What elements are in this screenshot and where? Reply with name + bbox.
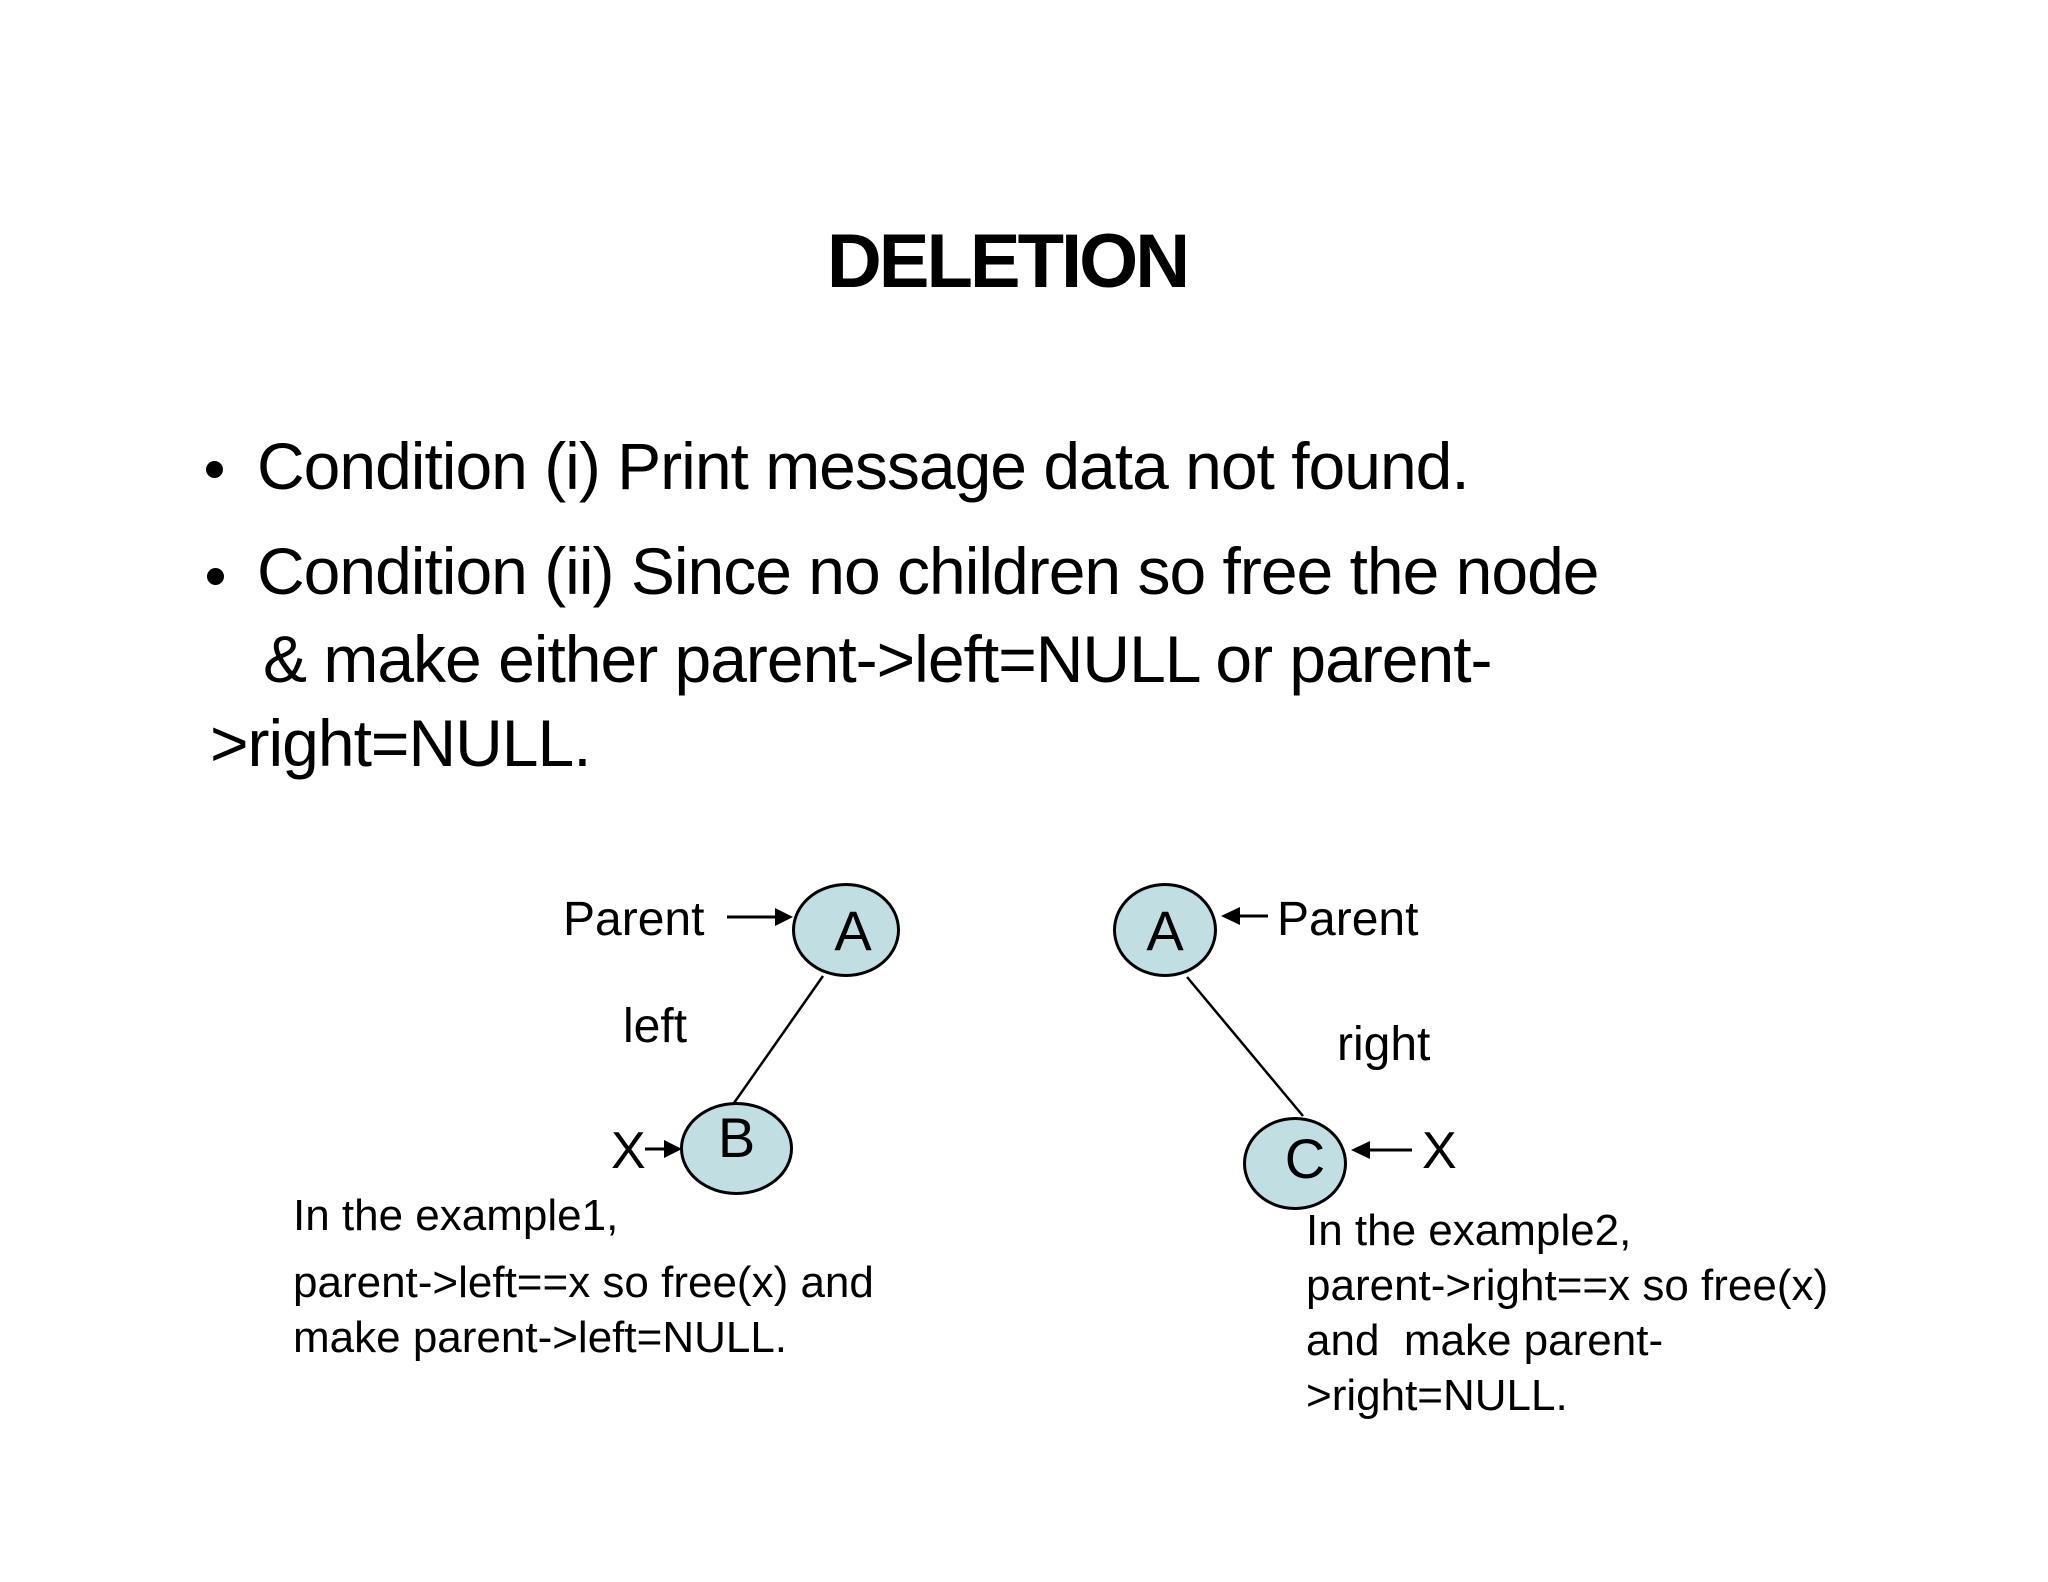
left-parent-arrow-icon [727,908,793,926]
right-caption-line-3: and make parent- [1306,1316,1664,1365]
left-x-arrow-icon [645,1140,682,1158]
right-child-node-letter: C [1284,1127,1326,1190]
left-edge-label: left [623,1000,688,1053]
right-caption-line-1: In the example2, [1306,1206,1632,1255]
right-x-arrow-icon [1351,1141,1412,1159]
bullet-2-line-2: & make either parent->left=NULL or paren… [263,622,1493,696]
right-edge-line [1186,976,1304,1117]
bullet-marker [206,461,223,478]
bullet-1-line-1: Condition (i) Print message data not fou… [257,429,1470,503]
slide-title: DELETION [826,219,1190,304]
left-caption-line-1: In the example1, [293,1191,619,1240]
left-edge-line [732,975,825,1104]
left-child-node: B [680,1102,793,1195]
right-caption-line-2: parent->right==x so free(x) [1306,1261,1829,1310]
right-edge-label: right [1337,1018,1431,1071]
right-parent-node: A [1113,883,1217,977]
left-parent-label: Parent [563,893,705,946]
right-caption-line-4: >right=NULL. [1306,1371,1568,1420]
left-child-node-letter: B [717,1106,756,1169]
left-parent-node: A [792,883,900,977]
left-caption-line-3: make parent->left=NULL. [293,1313,788,1362]
right-parent-arrow-icon [1221,907,1268,925]
bullet-2-line-1: Condition (ii) Since no children so free… [257,534,1599,608]
bullet-marker [207,568,224,585]
left-parent-node-letter: A [834,898,872,962]
bullet-2-line-3: >right=NULL. [210,706,592,780]
right-parent-node-letter: A [1146,898,1184,962]
right-x-label: X [1422,1122,1457,1180]
left-caption-line-2: parent->left==x so free(x) and [293,1258,874,1307]
right-child-node: C [1243,1117,1347,1210]
right-parent-label: Parent [1277,893,1419,946]
left-x-label: X [611,1122,646,1180]
